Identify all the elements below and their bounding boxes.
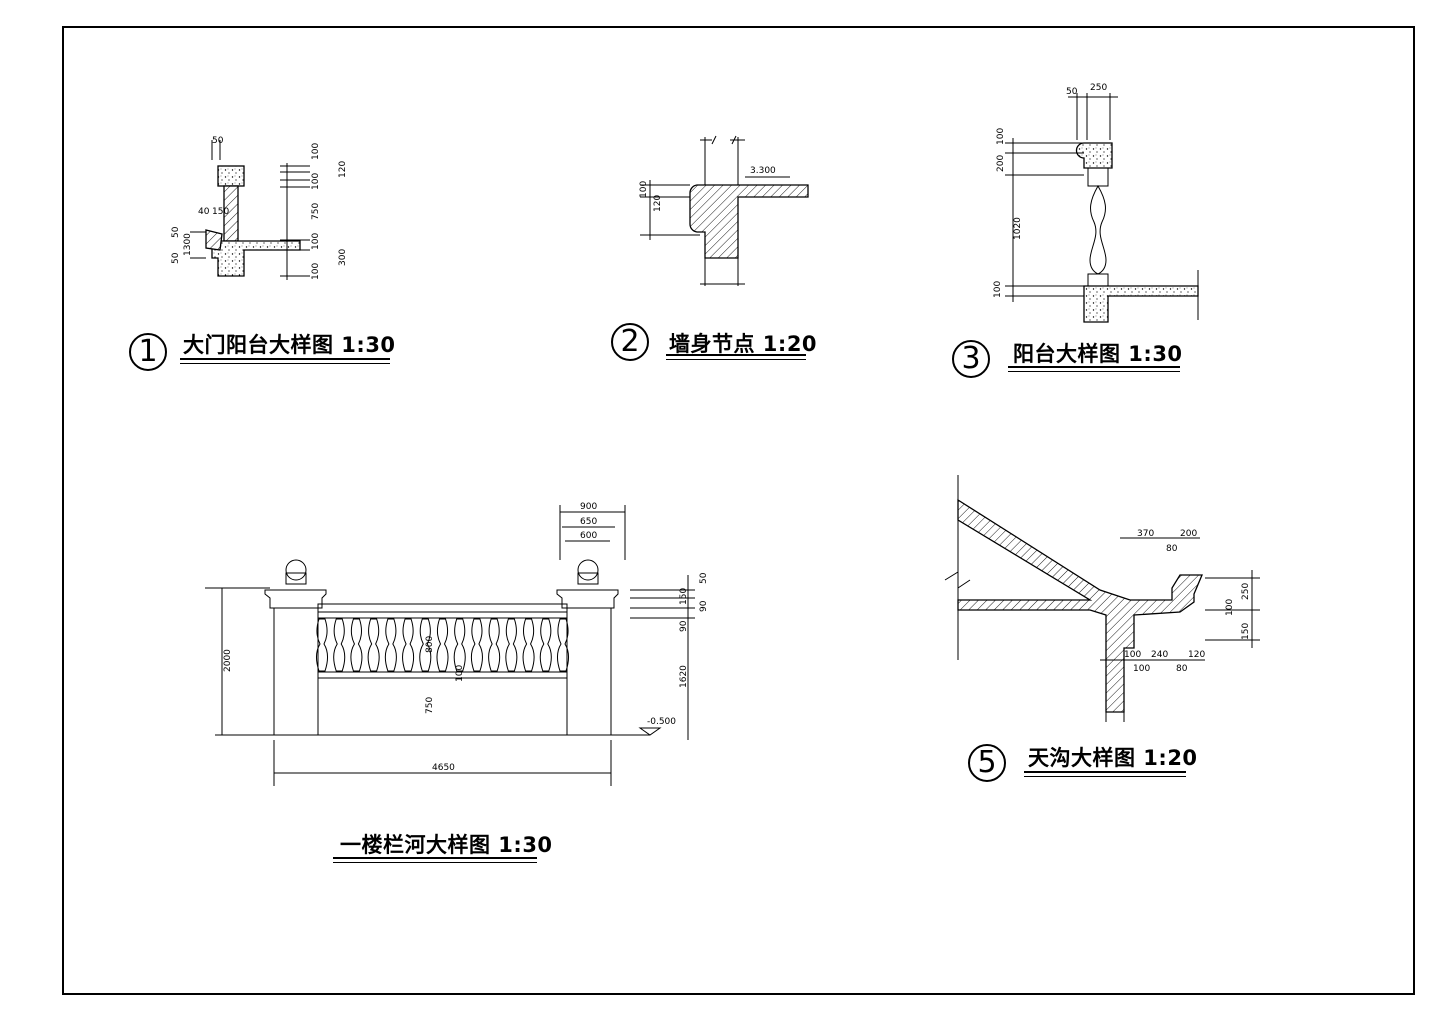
baluster <box>470 618 483 672</box>
dim-d1-150: 150 <box>212 207 229 217</box>
dim-d5-250: 250 <box>1241 583 1251 600</box>
detail-1-number: 1 <box>129 333 167 371</box>
baluster <box>436 618 449 672</box>
baluster <box>557 618 569 672</box>
detail-5-underline-thin <box>1024 776 1186 777</box>
dim-d1-100: 100 <box>311 143 321 160</box>
dim-d5-80b: 80 <box>1176 664 1188 674</box>
dim-d5-100: 100 <box>1225 599 1235 616</box>
detail-1-underline <box>180 358 390 360</box>
dim-d3-250: 250 <box>1090 83 1107 93</box>
dim-d3-50: 50 <box>1066 87 1078 97</box>
dim-d1-100c: 100 <box>311 233 321 250</box>
detail-3-title: 阳台大样图 1:30 <box>1013 342 1183 366</box>
detail-5-number: 5 <box>968 744 1006 782</box>
dim-d3-100: 100 <box>996 128 1006 145</box>
detail-3-underline-thin <box>1008 371 1180 372</box>
dim-d5-200: 200 <box>1180 529 1197 539</box>
baluster <box>539 618 552 672</box>
dim-d5-100c: 100 <box>1133 664 1150 674</box>
dim-d1-300: 300 <box>338 249 348 266</box>
dim-d5-120: 120 <box>1188 650 1205 660</box>
dim-d5-370: 370 <box>1137 529 1154 539</box>
baluster <box>350 618 363 672</box>
baluster <box>402 618 415 672</box>
baluster <box>522 618 535 672</box>
detail-1-drawing <box>190 140 310 280</box>
detail-5-underline <box>1024 771 1186 773</box>
dim-d4-650: 650 <box>580 517 597 527</box>
detail-3-number: 3 <box>952 340 990 378</box>
baluster <box>384 618 397 672</box>
dim-d1-100d: 100 <box>311 263 321 280</box>
dim-d4-800: 800 <box>425 636 435 653</box>
dim-d4-100: 100 <box>455 665 465 682</box>
dim-d4-900: 900 <box>580 502 597 512</box>
dim-d4-level: -0.500 <box>647 717 676 727</box>
dim-d3-200: 200 <box>996 155 1006 172</box>
dim-d1-50c: 50 <box>171 252 181 264</box>
detail-3-underline <box>1008 366 1180 368</box>
dimension-labels: 50 100 120 100 750 100 300 100 40 150 50… <box>171 83 1251 773</box>
detail-2-number: 2 <box>611 323 649 361</box>
dim-d1-100b: 100 <box>311 173 321 190</box>
dim-d1-120: 120 <box>338 161 348 178</box>
dim-d5-240: 240 <box>1151 650 1168 660</box>
dim-d4-90: 90 <box>699 600 709 612</box>
dim-d5-80: 80 <box>1166 544 1178 554</box>
baluster <box>333 618 346 672</box>
dim-d1-750: 750 <box>311 203 321 220</box>
dim-d2-120: 120 <box>653 195 663 212</box>
dim-d1-40: 40 <box>198 207 210 217</box>
dim-d4-4650: 4650 <box>432 763 455 773</box>
dim-d3-100b: 100 <box>993 281 1003 298</box>
baluster <box>453 618 466 672</box>
dim-d4-90b: 90 <box>679 620 689 632</box>
dim-d4-150: 150 <box>679 588 689 605</box>
detail-2-underline <box>666 354 806 356</box>
dim-d2-3300: 3.300 <box>750 166 776 176</box>
baluster <box>367 618 380 672</box>
outer-border <box>62 26 1415 995</box>
baluster <box>505 618 518 672</box>
dim-d2-100: 100 <box>639 181 649 198</box>
dim-d1-1300: 1300 <box>183 233 193 256</box>
dim-d1-50b: 50 <box>171 226 181 238</box>
detail-3-drawing <box>1005 93 1199 323</box>
detail-1-title: 大门阳台大样图 1:30 <box>183 333 396 357</box>
detail-1-underline-thin <box>180 363 390 364</box>
dim-d4-600: 600 <box>580 531 597 541</box>
dim-d4-1620: 1620 <box>679 665 689 688</box>
dim-d4-750: 750 <box>425 697 435 714</box>
detail-4-title: 一楼栏河大样图 1:30 <box>340 833 553 857</box>
dim-d1-50: 50 <box>212 136 224 146</box>
detail-2-underline-thin <box>666 359 806 360</box>
dim-d5-100b: 100 <box>1124 650 1141 660</box>
detail-2-title: 墙身节点 1:20 <box>669 332 818 356</box>
baluster <box>316 618 328 672</box>
dim-d4-50: 50 <box>699 572 709 584</box>
dim-d5-150: 150 <box>1241 623 1251 640</box>
detail-5-drawing <box>944 475 1260 722</box>
dim-d4-2000: 2000 <box>223 649 233 672</box>
detail-4-underline <box>333 857 537 859</box>
detail-2-drawing <box>640 135 809 286</box>
baluster <box>419 618 432 672</box>
dim-d3-1020: 1020 <box>1013 217 1023 240</box>
detail-4-drawing <box>205 505 695 786</box>
baluster <box>488 618 501 672</box>
detail-4-underline-thin <box>333 862 537 863</box>
detail-5-title: 天沟大样图 1:20 <box>1028 746 1198 770</box>
